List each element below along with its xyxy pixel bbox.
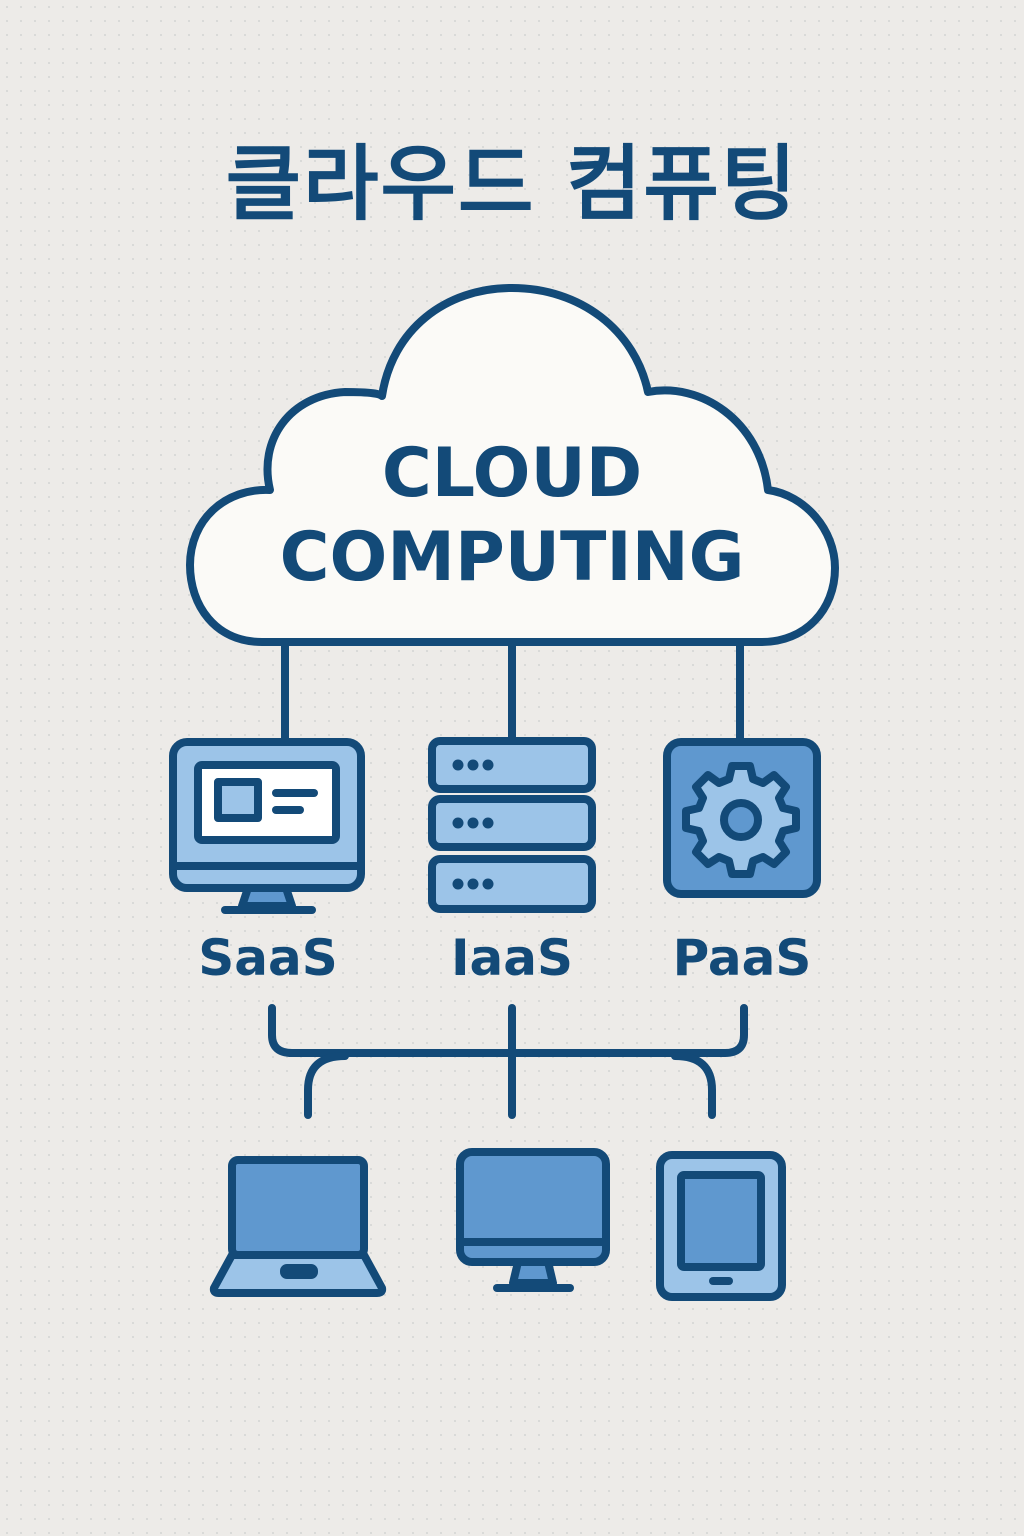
cloud-shape: CLOUD COMPUTING	[186, 284, 839, 646]
device-connectors	[268, 1004, 748, 1119]
cloud-title-line2: COMPUTING	[280, 518, 745, 597]
laptop-icon	[209, 1156, 387, 1297]
desktop-monitor-icon	[456, 1148, 610, 1292]
cloud-title-line1: CLOUD	[382, 434, 642, 513]
cloud-connectors	[281, 636, 744, 746]
service-label-saas: SaaS	[198, 929, 338, 987]
service-label-paas: PaaS	[673, 929, 812, 987]
monitor-app-icon	[169, 738, 365, 914]
page-title: 클라우드 컴퓨팅	[226, 137, 799, 232]
tablet-icon	[656, 1151, 786, 1301]
gear-icon	[663, 738, 821, 898]
server-rack-icon	[428, 737, 596, 913]
service-label-iaas: IaaS	[451, 929, 573, 987]
